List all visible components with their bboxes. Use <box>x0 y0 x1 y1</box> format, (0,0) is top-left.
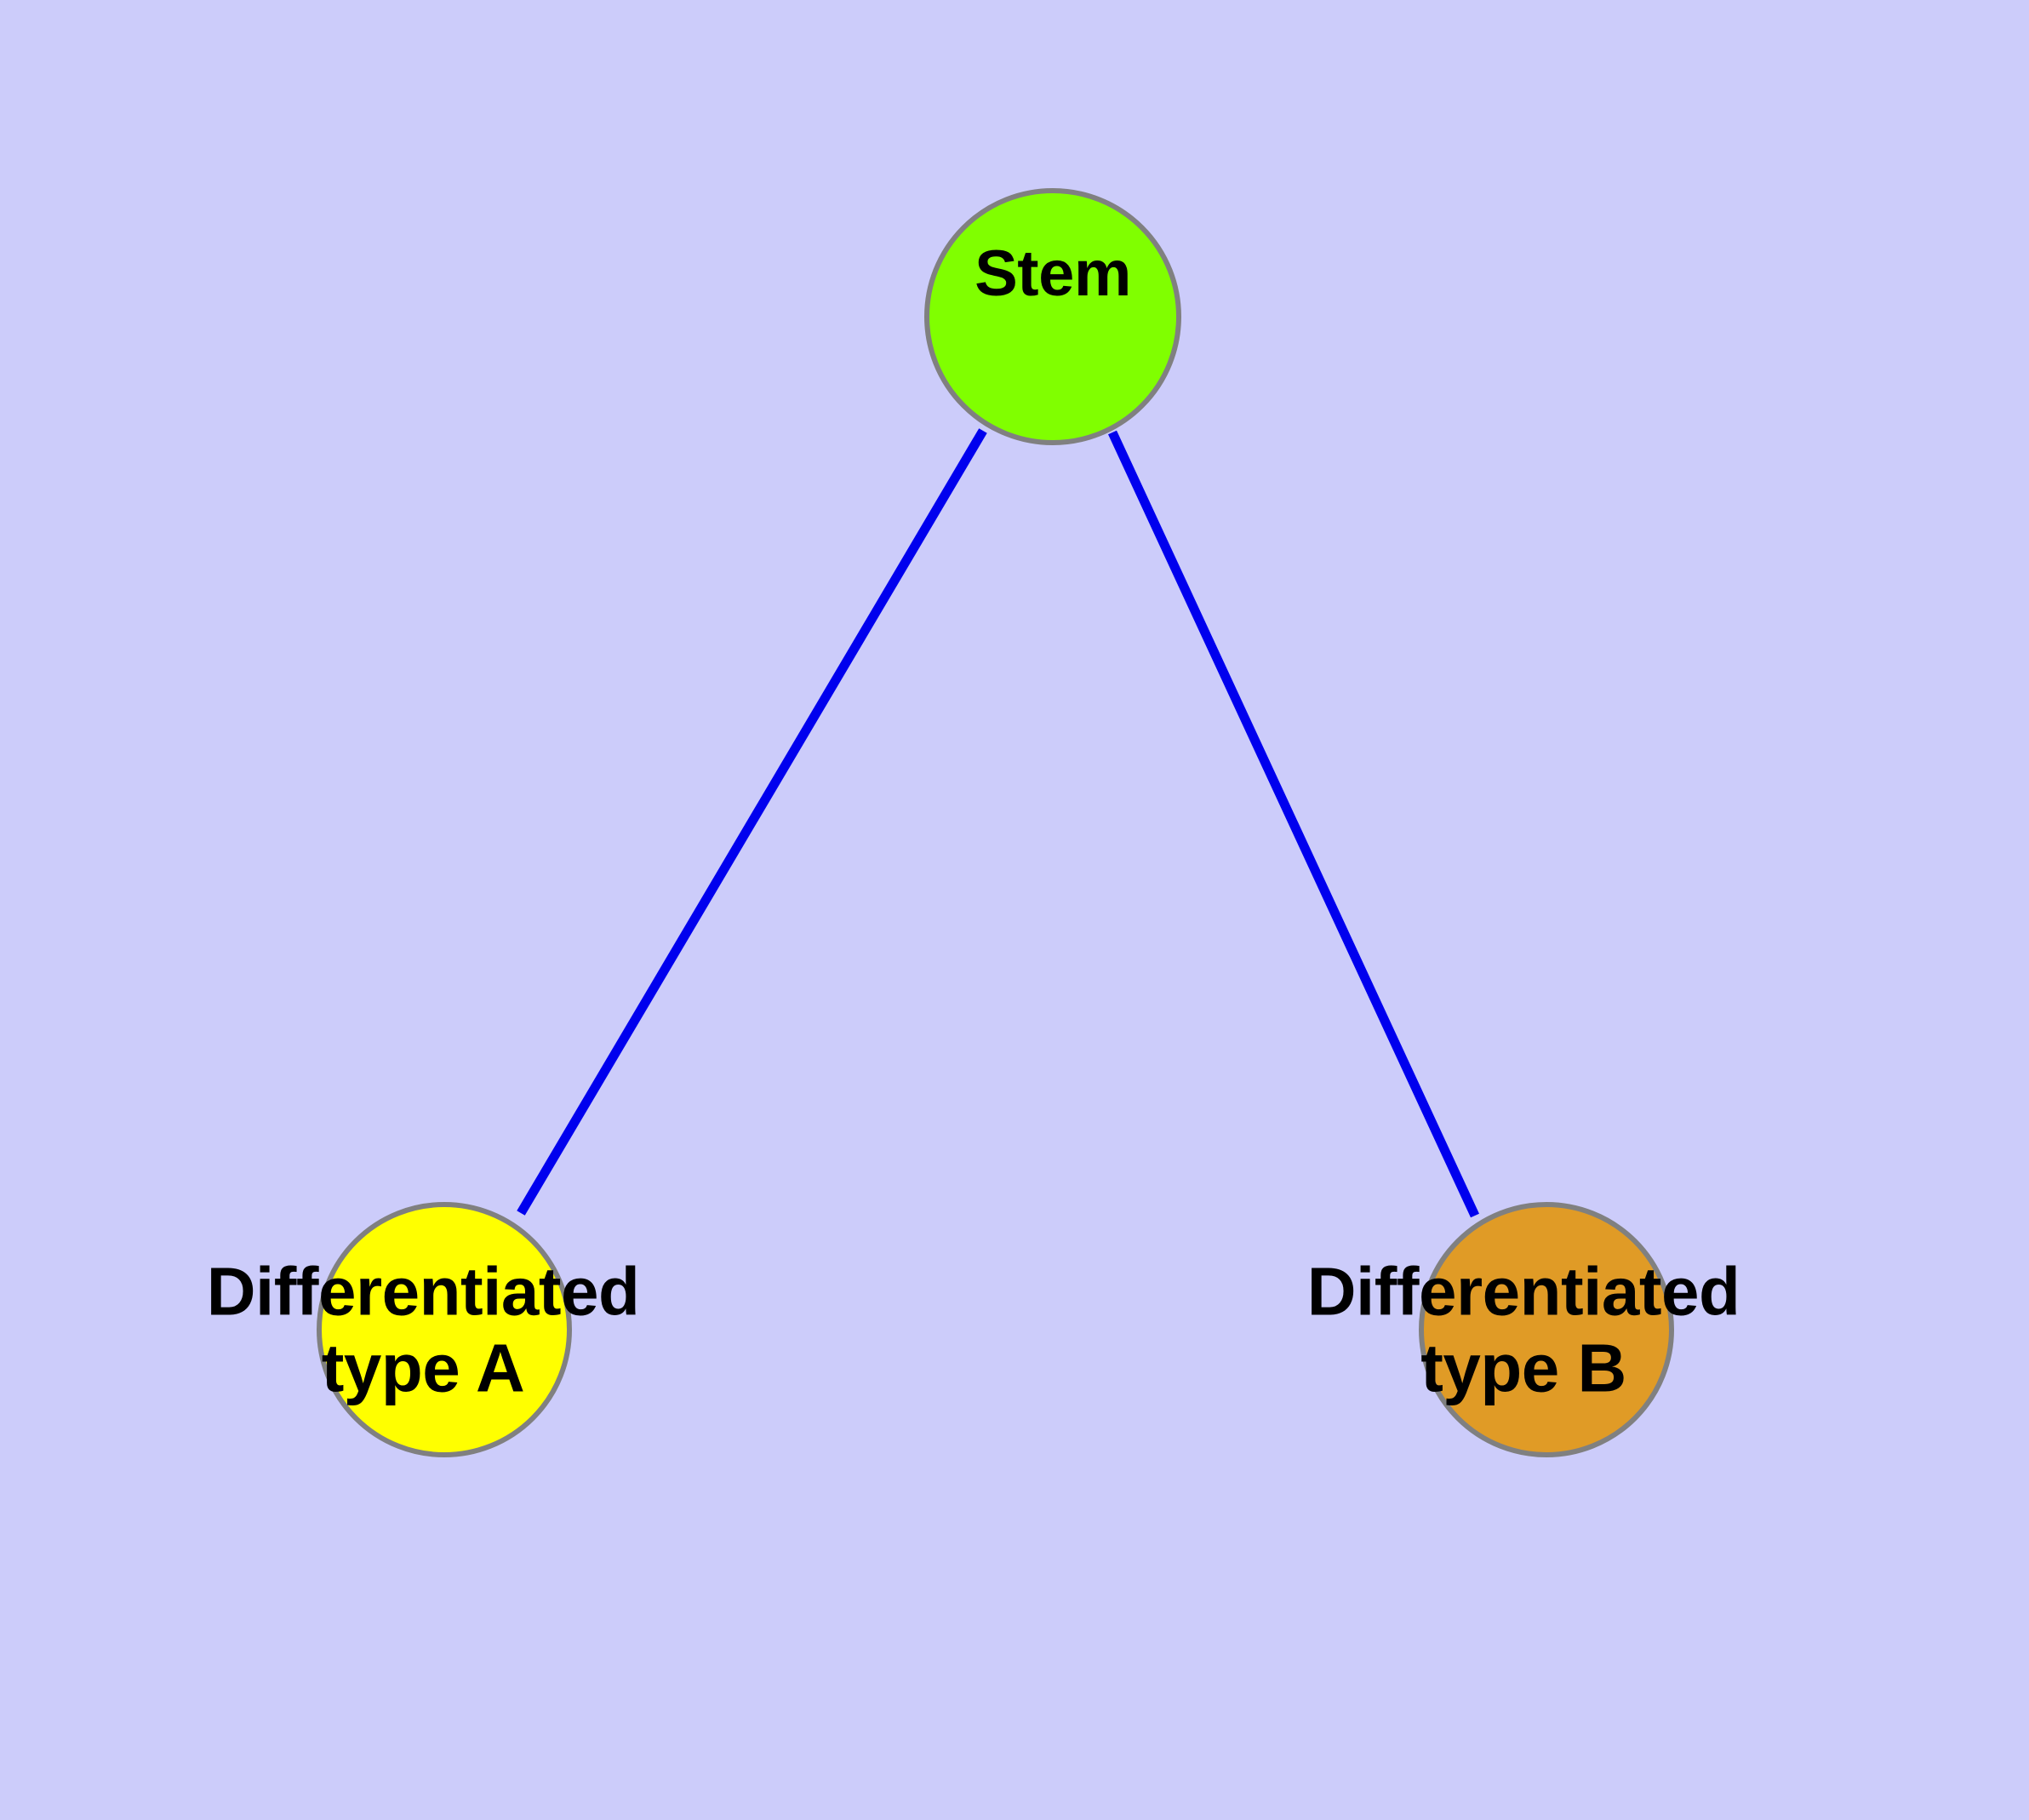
edge-stem-to-type-a <box>517 428 987 1216</box>
node-differentiated-type-a[interactable] <box>317 1202 572 1457</box>
edge-stem-to-type-b <box>1108 430 1479 1218</box>
node-stem[interactable] <box>924 188 1181 445</box>
node-differentiated-type-b[interactable] <box>1419 1202 1674 1457</box>
